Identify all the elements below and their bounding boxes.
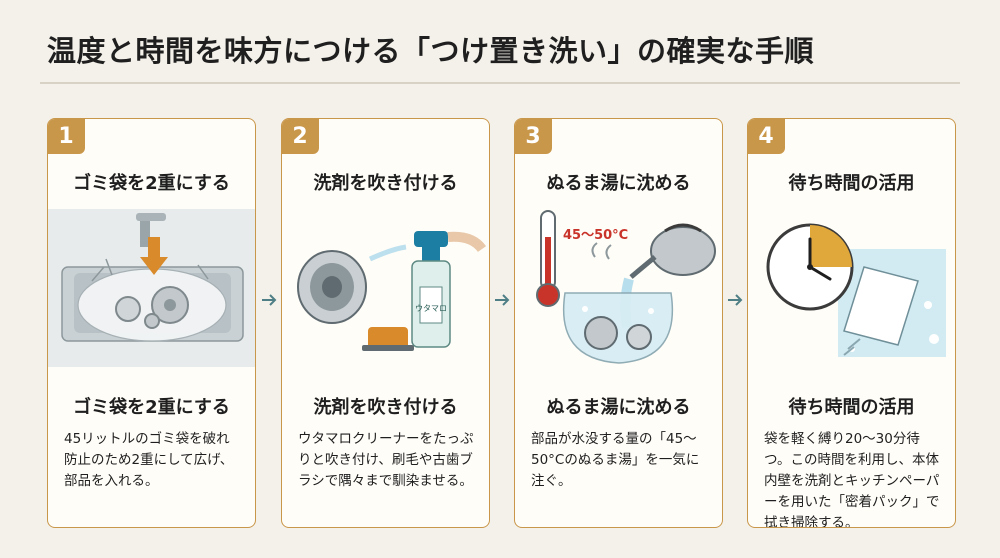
spray-bottle-icon: ウタマロ (297, 231, 487, 351)
clock-icon (766, 223, 946, 357)
step-description: 部品が水没する量の「45〜50°Cのぬるま湯」を一気に注ぐ。 (531, 431, 700, 489)
step-subheading: ぬるま湯に沈める (546, 397, 691, 418)
step-subheading: 待ち時間の活用 (788, 397, 915, 418)
step-heading: ぬるま湯に沈める (546, 173, 691, 194)
step-number-badge: 4 (748, 119, 785, 154)
step-description: 袋を軽く縛り20〜30分待つ。この時間を利用し、本体内壁を洗剤とキッチンペーパー… (764, 431, 940, 528)
chevron-right-icon (728, 294, 743, 306)
temperature-label: 45〜50°C (563, 228, 628, 243)
step-subheading: ゴミ袋を2重にする (73, 397, 230, 418)
bottle-label: ウタマロ (415, 304, 447, 313)
thermometer-kettle-icon: 45〜50°C (536, 210, 716, 364)
step-card-3: 3 ぬるま湯に沈める 45〜50°C ぬるま湯に沈める 部品が水没する量の「45… (514, 118, 723, 528)
sink-bag-icon (48, 209, 255, 367)
chevron-right-icon (495, 294, 510, 306)
step-heading: 待ち時間の活用 (788, 173, 915, 194)
step-number-badge: 1 (48, 119, 85, 154)
step-description: ウタマロクリーナーをたっぷりと吹き付け、刷毛や古歯ブラシで隅々まで馴染ませる。 (298, 431, 474, 489)
step-subheading: 洗剤を吹き付ける (313, 397, 458, 418)
step-heading: 洗剤を吹き付ける (313, 173, 458, 194)
page-title: 温度と時間を味方につける「つけ置き洗い」の確実な手順 (47, 34, 815, 68)
chevron-right-icon (262, 294, 277, 306)
step-card-2: 2 洗剤を吹き付ける ウタマロ 洗剤を吹き付ける ウタマロクリーナーをたっぷりと… (281, 118, 490, 528)
step-card-1: 1 ゴミ袋を2重にする ゴミ袋を2重にする 45リットルのゴミ袋を破れ防止のため… (47, 118, 256, 528)
title-divider (40, 82, 960, 84)
step-heading: ゴミ袋を2重にする (73, 173, 230, 194)
step-number-badge: 3 (515, 119, 552, 154)
step-description: 45リットルのゴミ袋を破れ防止のため2重にして広げ、部品を入れる。 (64, 431, 234, 489)
step-card-4: 4 待ち時間の活用 待ち時間の活用 袋を軽く縛り20〜30分待つ。この時間を利用… (747, 118, 956, 528)
step-number-badge: 2 (282, 119, 319, 154)
